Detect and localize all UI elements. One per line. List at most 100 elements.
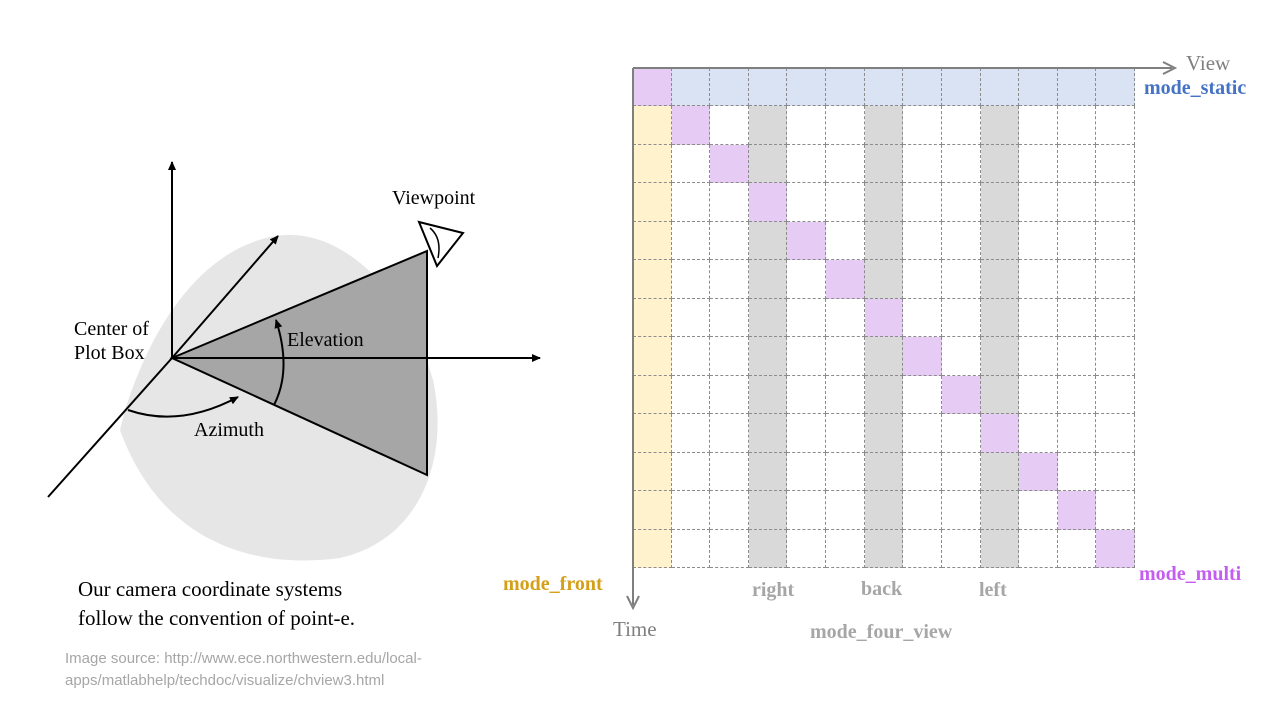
grid-cell xyxy=(1096,221,1135,261)
grid-cell xyxy=(748,183,788,222)
grid-cell xyxy=(826,260,865,299)
grid-cell xyxy=(710,337,749,376)
caption: Our camera coordinate systems follow the… xyxy=(78,575,355,633)
grid-cell xyxy=(1096,298,1135,338)
grid-cell xyxy=(1019,529,1058,568)
grid-cell xyxy=(1057,260,1097,299)
grid-cell xyxy=(864,452,904,492)
mode-static-label: mode_static xyxy=(1144,77,1247,99)
grid-cell xyxy=(633,106,672,145)
grid-cell xyxy=(787,337,827,376)
grid-cell xyxy=(903,452,942,492)
grid-cell xyxy=(671,298,711,338)
view-axis-arrow xyxy=(1162,61,1178,75)
caption-line-2: follow the convention of point-e. xyxy=(78,606,356,630)
grid-cell xyxy=(710,491,749,530)
grid-cell xyxy=(980,529,1020,568)
grid-cell xyxy=(633,68,672,107)
grid-cell xyxy=(980,260,1020,299)
grid-cell xyxy=(710,375,749,415)
grid-cell xyxy=(710,529,749,568)
grid-cell xyxy=(633,183,672,222)
grid-cell xyxy=(671,452,711,492)
grid-cell xyxy=(1019,337,1058,376)
grid-cell xyxy=(787,529,827,568)
grid-cell xyxy=(633,298,672,338)
time-axis-arrow xyxy=(626,595,640,611)
elevation-label: Elevation xyxy=(287,329,364,351)
mode-four-view-label: mode_four_view xyxy=(810,621,953,643)
grid-cell xyxy=(864,183,904,222)
grid-cell xyxy=(826,529,865,568)
grid-cell xyxy=(826,298,865,338)
grid-cell xyxy=(1057,529,1097,568)
grid-cell xyxy=(671,491,711,530)
center-label-2: Plot Box xyxy=(74,342,145,364)
mode-grid xyxy=(633,68,1135,568)
grid-cell xyxy=(1096,68,1135,107)
grid-cell xyxy=(903,68,942,107)
grid-cell xyxy=(903,106,942,145)
grid-cell xyxy=(633,529,672,568)
grid-cell xyxy=(826,452,865,492)
grid-cell xyxy=(1096,183,1135,222)
grid-cell xyxy=(864,260,904,299)
grid-cell xyxy=(1019,491,1058,530)
grid-cell xyxy=(1057,452,1097,492)
grid-cell xyxy=(903,260,942,299)
grid-cell xyxy=(1096,375,1135,415)
grid-cell xyxy=(710,221,749,261)
grid-cell xyxy=(787,260,827,299)
grid-cell xyxy=(748,260,788,299)
grid-cell xyxy=(941,183,981,222)
grid-cell xyxy=(980,183,1020,222)
grid-cell xyxy=(710,183,749,222)
grid-cell xyxy=(826,106,865,145)
grid-cell xyxy=(671,221,711,261)
grid-cell xyxy=(787,183,827,222)
mode-multi-label: mode_multi xyxy=(1139,563,1242,585)
grid-cell xyxy=(864,337,904,376)
grid-cell xyxy=(671,183,711,222)
grid-cell xyxy=(1096,260,1135,299)
azimuth-arc xyxy=(127,396,239,418)
grid-cell xyxy=(826,375,865,415)
grid-cell xyxy=(864,414,904,453)
grid-cell xyxy=(671,337,711,376)
grid-cell xyxy=(826,68,865,107)
grid-cell xyxy=(787,414,827,453)
neg-axis xyxy=(47,357,173,498)
grid-cell xyxy=(671,375,711,415)
grid-cell xyxy=(826,183,865,222)
grid-cell xyxy=(941,221,981,261)
grid-cell xyxy=(1019,260,1058,299)
grid-cell xyxy=(1057,337,1097,376)
grid-cell xyxy=(1057,491,1097,530)
grid-cell xyxy=(980,337,1020,376)
grid-cell xyxy=(787,375,827,415)
grid-cell xyxy=(710,144,749,184)
grid-cell xyxy=(710,68,749,107)
grid-cell xyxy=(748,529,788,568)
elevation-plane xyxy=(169,249,428,477)
grid-cell xyxy=(1019,298,1058,338)
grid-cell xyxy=(941,529,981,568)
grid-cell xyxy=(1057,106,1097,145)
grid-cell xyxy=(826,491,865,530)
grid-cell xyxy=(787,144,827,184)
grid-cell xyxy=(633,491,672,530)
grid-cell xyxy=(864,491,904,530)
grid-cell xyxy=(980,452,1020,492)
grid-cell xyxy=(826,414,865,453)
grid-cell xyxy=(903,298,942,338)
grid-cell xyxy=(826,337,865,376)
grid-cell xyxy=(941,106,981,145)
grid-cell xyxy=(980,106,1020,145)
grid-cell xyxy=(826,221,865,261)
grid-cell xyxy=(710,260,749,299)
grid-cell xyxy=(1096,414,1135,453)
grid-cell xyxy=(748,337,788,376)
grid-cell xyxy=(633,260,672,299)
grid-cell xyxy=(1096,529,1135,568)
center-label-1: Center of xyxy=(74,318,149,340)
